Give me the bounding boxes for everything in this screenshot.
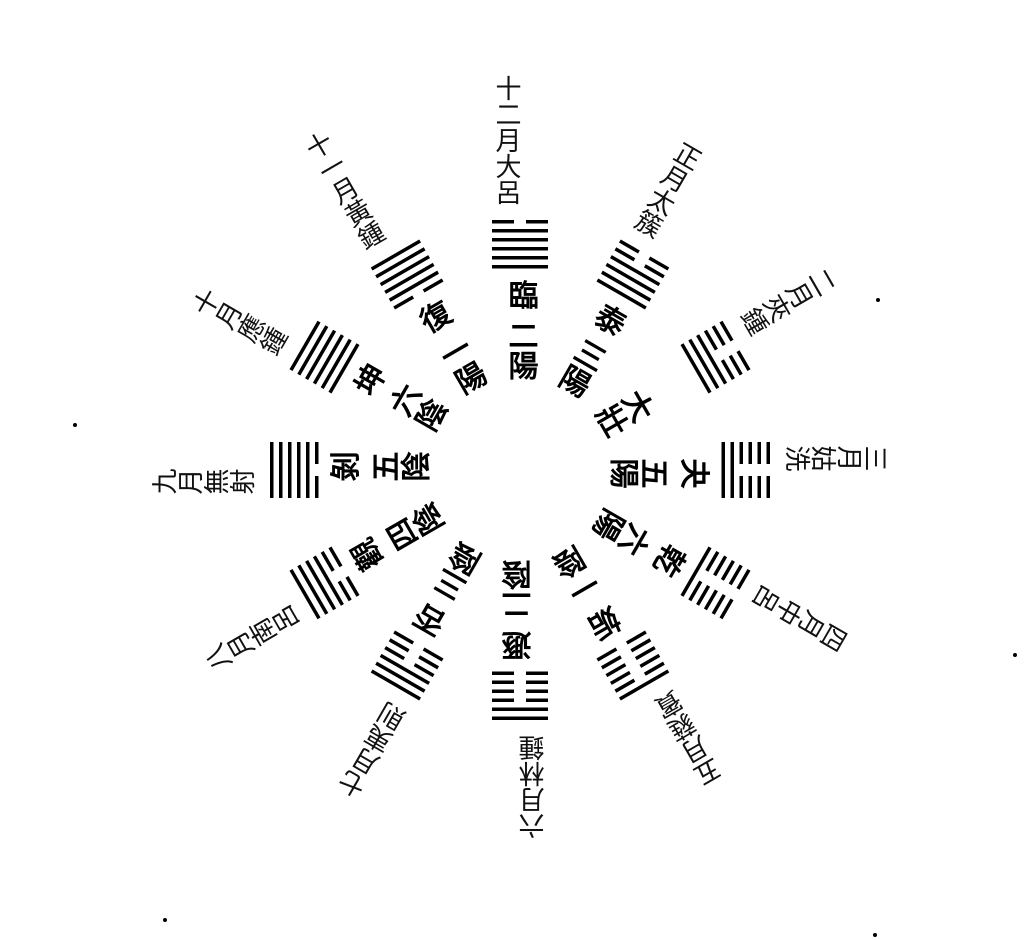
inner-label: 遯 二陰 [502, 559, 538, 661]
yin-line [767, 442, 771, 464]
yang-line [492, 265, 548, 269]
yang-line [731, 442, 735, 498]
yin-line [526, 672, 548, 676]
inner-label: 姤 一陰 [548, 538, 630, 644]
inner-label: 坤 六陰 [346, 359, 452, 441]
yang-line [492, 229, 548, 233]
ink-speck [1013, 653, 1017, 657]
hexagram-symbol [289, 321, 359, 394]
arm-north: 臨 二陽 十二月大呂 [491, 75, 548, 381]
hexagram-symbol [371, 239, 444, 309]
yang-line [279, 442, 283, 498]
outer-label: 正月太簇 [627, 136, 705, 241]
yin-line [767, 476, 771, 498]
yang-line [492, 708, 548, 712]
hexagram-symbol [722, 442, 771, 498]
arm-east: 夬 五陽 三月姑洗 [610, 441, 889, 498]
yin-line [315, 476, 319, 498]
inner-label: 剝 五陰 [330, 452, 432, 488]
yang-line [288, 442, 292, 498]
arm-ese: 乾 六陽四月中呂 [584, 490, 854, 679]
ink-speck [876, 298, 880, 302]
ink-speck [163, 918, 167, 922]
hexagram-symbol [289, 547, 359, 620]
yang-line [492, 238, 548, 242]
outer-label: 二月夾鍾 [735, 260, 840, 338]
yin-line [526, 699, 548, 703]
inner-label: 復 一陽 [410, 295, 492, 401]
yang-line [722, 442, 726, 498]
yang-line [492, 256, 548, 260]
inner-label: 大壯 [588, 380, 659, 442]
yang-line [297, 442, 301, 498]
outer-label: 八月南呂 [200, 602, 305, 680]
outer-label: 五月蕤賓 [652, 685, 730, 790]
yin-line [758, 442, 762, 464]
yin-line [492, 220, 514, 224]
inner-label: 觀 四陰 [346, 498, 452, 580]
hexagram-symbol [597, 631, 670, 701]
outer-label: 六月林鍾 [519, 735, 549, 839]
ink-speck [873, 933, 877, 937]
yin-line [749, 442, 753, 464]
yang-line [270, 442, 274, 498]
arm-west: 剝 五陰 九月無射 [151, 442, 432, 499]
hexagram-symbol [371, 631, 444, 701]
outer-label: 十一月黃鍾 [297, 127, 388, 255]
yin-line [740, 476, 744, 498]
yin-line [526, 690, 548, 694]
outer-label: 七月夷則 [335, 699, 413, 804]
yin-line [492, 690, 514, 694]
yin-line [758, 476, 762, 498]
inner-label: 夬 五陽 [610, 453, 711, 489]
yin-line [526, 220, 548, 224]
inner-label: 否 三陰 [409, 537, 491, 643]
hexagram-symbol [681, 321, 751, 394]
hexagram-symbol [492, 672, 548, 721]
hexagram-symbol [492, 220, 548, 269]
outer-label: 三月姑洗 [785, 441, 889, 471]
inner-label: 泰 三陽 [550, 296, 632, 401]
outer-label: 十月應鍾 [186, 285, 291, 363]
yang-line [306, 442, 310, 498]
hexagram-symbol [270, 442, 319, 498]
yin-line [492, 672, 514, 676]
yang-line [492, 247, 548, 251]
yin-line [315, 442, 319, 464]
yin-line [749, 476, 753, 498]
yin-line [492, 699, 514, 703]
yin-line [526, 681, 548, 685]
arm-sse: 姤 一陰五月蕤賓 [540, 532, 730, 803]
ink-speck [73, 423, 77, 427]
hexagram-symbol [681, 547, 751, 620]
inner-label: 臨 二陽 [503, 280, 538, 381]
outer-label: 九月無射 [151, 469, 255, 499]
inner-label: 乾 六陽 [588, 500, 693, 582]
yin-line [740, 442, 744, 464]
outer-label: 四月中呂 [749, 577, 854, 655]
yin-line [492, 681, 514, 685]
arm-nne: 泰 三陽 正月太簇 [540, 136, 729, 406]
hexagram-symbol [597, 239, 670, 309]
arm-ene: 大壯 二月夾鍾 [582, 260, 853, 450]
yang-line [492, 717, 548, 721]
outer-label: 十二月大呂 [491, 75, 521, 205]
